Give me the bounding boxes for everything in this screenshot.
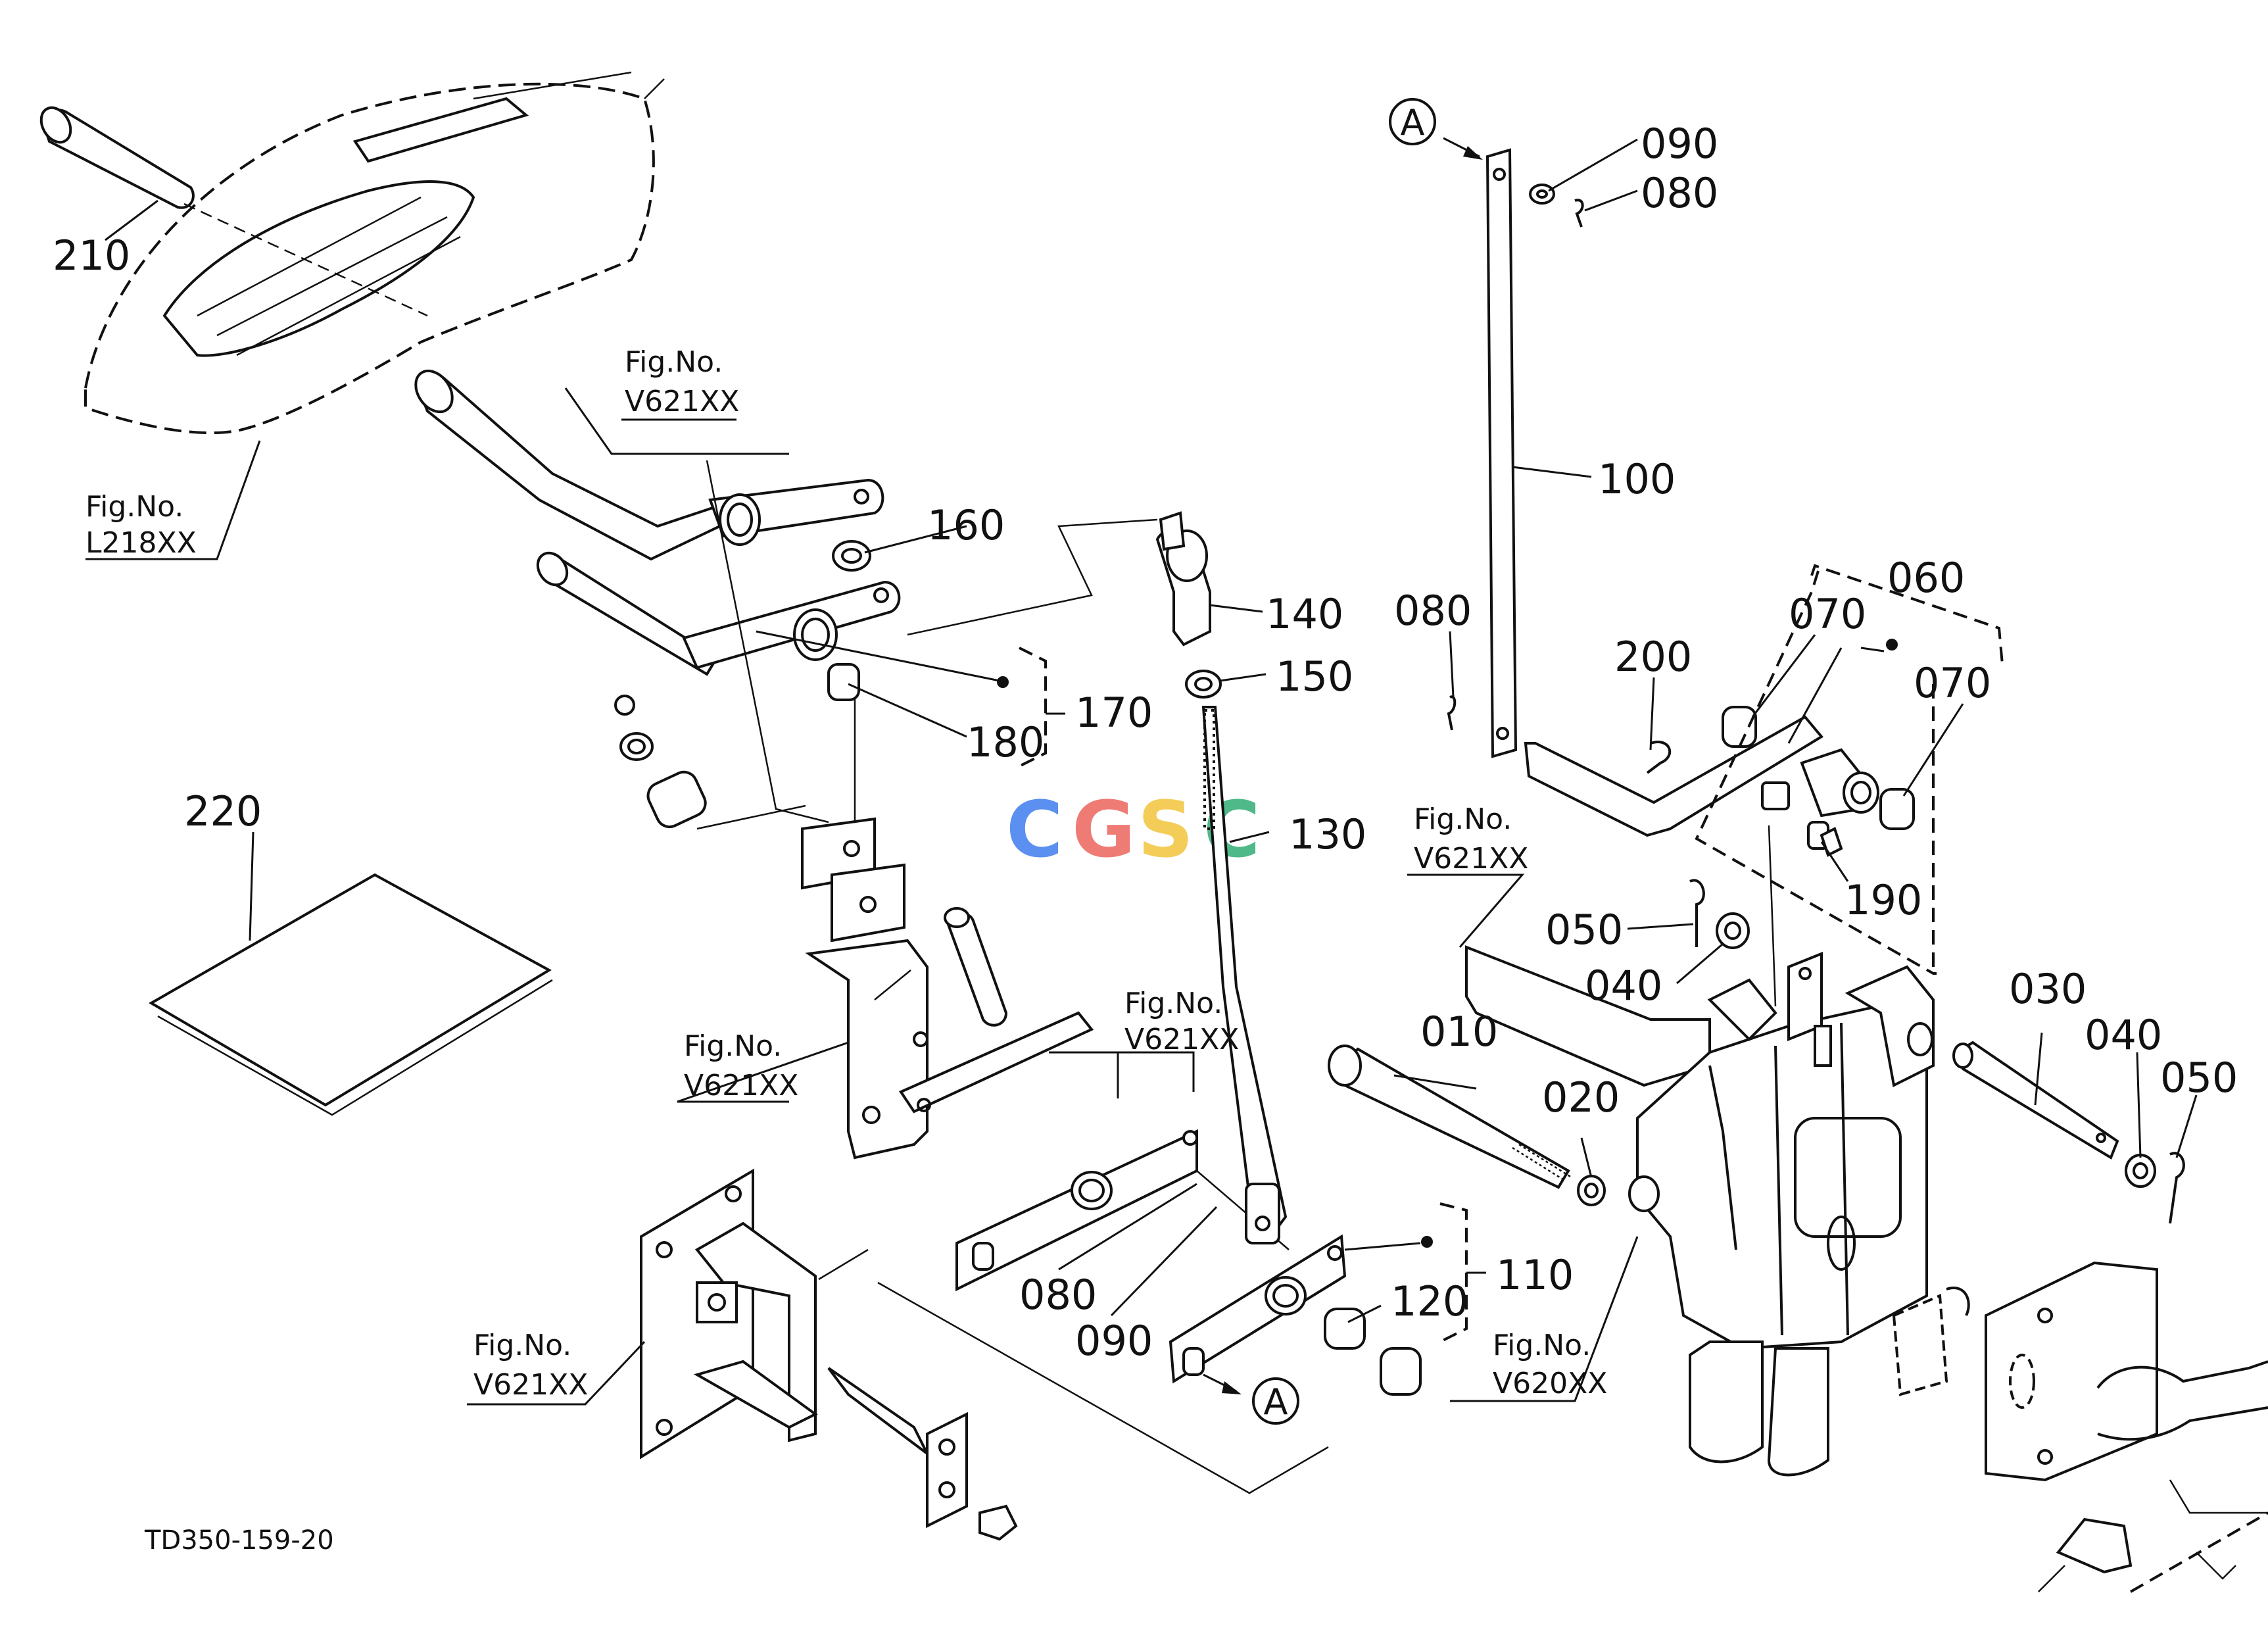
lever-assembly-drawing (414, 369, 901, 881)
fig-ref-valve[interactable]: Fig.No. V620XX (1493, 1329, 1607, 1400)
part-label-090-top: 090 (1641, 120, 1718, 168)
fig-ref-seat[interactable]: Fig.No. L218XX (85, 490, 197, 560)
rod-100-drawing (1447, 148, 1584, 758)
watermark-letter-2: G (1072, 784, 1136, 875)
part-label-160: 160 (927, 501, 1005, 549)
fig-ref-bracket-mid[interactable]: Fig.No. V621XX (684, 1029, 798, 1102)
part-label-150: 150 (1276, 652, 1353, 701)
part-label-140: 140 (1266, 590, 1343, 638)
bracket-bottom-drawing (640, 1168, 1018, 1541)
part-label-080-mid: 080 (1394, 587, 1472, 635)
fig-ref-bracket-bottom-code: V621XX (473, 1368, 588, 1402)
fig-ref-plate-mid[interactable]: Fig.No. V621XX (1124, 987, 1239, 1056)
fig-ref-rod-right[interactable]: Fig.No. V621XX (1414, 802, 1528, 875)
fig-ref-valve-code: V620XX (1493, 1367, 1607, 1400)
fig-ref-bracket-bottom-prefix: Fig.No. (473, 1329, 571, 1362)
part-label-100: 100 (1598, 455, 1676, 503)
part-label-070-a: 070 (1789, 590, 1866, 638)
part-label-130: 130 (1289, 810, 1366, 858)
part-label-080-top: 080 (1641, 169, 1718, 217)
part-label-080-low: 080 (1019, 1271, 1097, 1319)
fig-ref-bracket-bottom[interactable]: Fig.No. V621XX (473, 1329, 588, 1402)
fig-ref-bracket-mid-code: V621XX (684, 1069, 798, 1102)
pin-030-drawing (1952, 1041, 2185, 1224)
fig-ref-rod-right-prefix: Fig.No. (1414, 802, 1512, 836)
part-210-lever-grip (39, 106, 428, 317)
fig-ref-lever-top-code: V621XX (625, 385, 739, 418)
part-number-labels: 210 220 160 140 150 170 180 130 090 080 … (53, 120, 2238, 1365)
part-label-050-a: 050 (1545, 906, 1623, 954)
part-label-050-b: 050 (2160, 1054, 2238, 1102)
link-plate-drawing (877, 1234, 1422, 1494)
fig-ref-valve-prefix: Fig.No. (1493, 1329, 1591, 1362)
valve-block-drawing (1628, 952, 1935, 1477)
fig-ref-lever-top-prefix: Fig.No. (625, 345, 723, 379)
fig-ref-lever-top[interactable]: Fig.No. V621XX (621, 345, 739, 421)
rod-right-drawing (1465, 825, 1777, 1087)
fig-ref-seat-prefix: Fig.No. (85, 490, 183, 524)
fig-ref-rod-right-code: V621XX (1414, 842, 1528, 875)
fig-ref-plate-mid-code: V621XX (1124, 1023, 1239, 1056)
rod-130-drawing (907, 511, 1288, 1244)
watermark-letter-3: S (1138, 784, 1194, 875)
part-label-020: 020 (1542, 1073, 1620, 1121)
part-label-180: 180 (967, 718, 1044, 766)
watermark-letter-1: C (1006, 784, 1063, 875)
part-label-040-a: 040 (1585, 962, 1662, 1010)
bolt-010-drawing (1328, 1045, 1606, 1206)
fig-ref-bracket-mid-prefix: Fig.No. (684, 1029, 782, 1063)
part-label-110: 110 (1496, 1251, 1574, 1299)
bracket-mid-drawing (801, 817, 1094, 1160)
part-label-040-b: 040 (2085, 1011, 2162, 1059)
clip-050-upper-drawing (1689, 827, 1843, 949)
part-label-060: 060 (1887, 554, 1965, 602)
part-label-090-low: 090 (1075, 1317, 1153, 1365)
fig-ref-seat-code: L218XX (85, 526, 197, 560)
leader-lines (85, 137, 2198, 1406)
part-label-030: 030 (2009, 965, 2087, 1013)
part-label-190: 190 (1845, 876, 1922, 924)
part-label-010: 010 (1420, 1008, 1498, 1056)
hydraulic-tube-drawing (1892, 1261, 2268, 1593)
part-220-manual (149, 831, 553, 1116)
diagram-code: TD350-159-20 (144, 1525, 334, 1556)
fig-ref-plate-mid-prefix: Fig.No. (1124, 987, 1222, 1020)
part-label-170: 170 (1075, 689, 1153, 737)
callout-A-bottom-label: A (1264, 1381, 1288, 1423)
callout-A-top: A (1389, 98, 1436, 145)
callout-A-bottom: A (1252, 1377, 1299, 1425)
part-label-120: 120 (1391, 1277, 1468, 1325)
part-label-210: 210 (53, 232, 130, 280)
part-label-070-b: 070 (1914, 659, 1991, 707)
callout-A-top-label: A (1401, 102, 1425, 143)
part-label-220: 220 (184, 787, 262, 835)
plate-mid-drawing (955, 1129, 1290, 1292)
part-label-200: 200 (1614, 633, 1692, 681)
seat-fender-drawing (84, 71, 665, 435)
